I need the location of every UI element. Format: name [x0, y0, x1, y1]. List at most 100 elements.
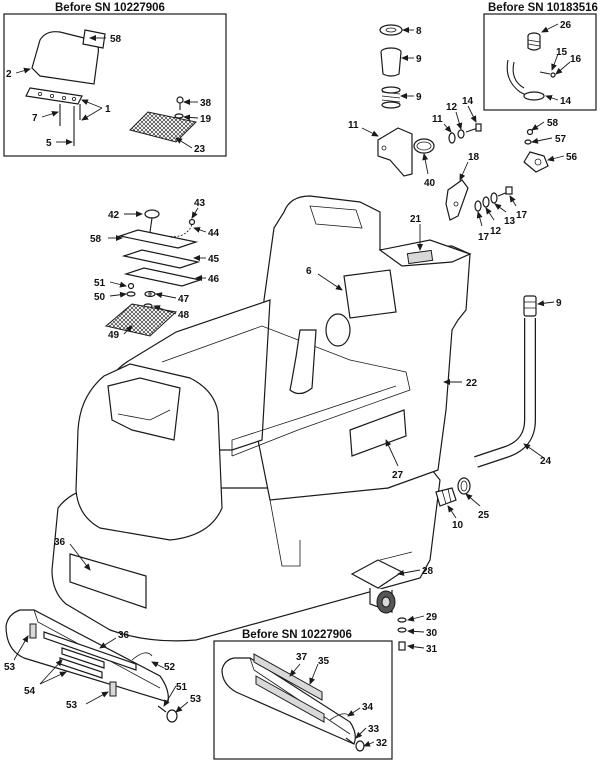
callout: 36 — [54, 537, 91, 571]
callout-label: 22 — [466, 378, 478, 389]
fitting-9-bottom — [435, 487, 457, 507]
callout-label: 49 — [108, 330, 120, 341]
bolt-11-12-13 — [448, 123, 482, 144]
callout-label: 14 — [462, 96, 474, 107]
inset-bottom: Before SN 10227906 — [213, 629, 393, 760]
callout-label: 9 — [556, 298, 562, 309]
washer-45-46 — [143, 290, 156, 309]
callout: 24 — [523, 443, 552, 467]
latch-18 — [445, 179, 469, 221]
callout-label: 13 — [504, 216, 516, 227]
callout: 56 — [547, 152, 578, 163]
plate-43 — [121, 249, 201, 269]
callout-label: 23 — [194, 144, 206, 155]
footrest-main — [5, 609, 169, 703]
main-body — [51, 195, 472, 642]
knob-40 — [144, 209, 160, 233]
callout: 27 — [385, 439, 404, 481]
callout: 5 — [46, 138, 73, 149]
callout: 14 — [462, 96, 477, 123]
callout: 37 — [289, 652, 308, 677]
fastener-51-52 — [157, 705, 178, 723]
plate-44 — [123, 267, 203, 287]
callout-label: 52 — [164, 662, 176, 673]
callout: 34 — [347, 702, 374, 717]
inset-top-left: Before SN 10227906 — [3, 2, 227, 157]
callout: 38 — [183, 98, 212, 109]
callout: 16 — [555, 54, 582, 75]
callout-label: 8 — [416, 26, 422, 37]
callout: 21 — [410, 214, 423, 251]
callout: 53 — [175, 694, 202, 713]
callout-label: 51 — [176, 682, 188, 693]
callout-label: 11 — [432, 114, 443, 125]
callout: 1 — [81, 99, 111, 121]
callout: 13 — [494, 203, 516, 227]
callout-label: 2 — [6, 69, 12, 80]
callout-label: 36 — [118, 630, 130, 641]
callout: 12 — [446, 102, 463, 130]
bracket-10 — [377, 127, 413, 177]
callout-label: 44 — [208, 228, 220, 239]
callout-label: 24 — [540, 456, 552, 467]
callout: 42 — [108, 210, 143, 221]
fasteners-29-30-31 — [397, 617, 407, 651]
callout-label: 53 — [66, 700, 78, 711]
callout-label: 35 — [318, 656, 330, 667]
screw-49-washer-48 — [126, 282, 136, 297]
callout-label: 54 — [24, 686, 36, 697]
backrest-bracket — [25, 87, 83, 146]
callout-label: 26 — [560, 20, 572, 31]
callout-label: 50 — [94, 292, 106, 303]
callout: 51 — [163, 682, 188, 707]
callout: 25 — [465, 493, 490, 521]
callout: 53 — [66, 691, 109, 711]
callout: 12 — [485, 207, 502, 237]
callout-label: 58 — [90, 234, 102, 245]
callout: 35 — [309, 656, 330, 685]
inset-title: Before SN 10227906 — [242, 629, 352, 641]
callout: 9 — [537, 298, 562, 309]
cuff-7 — [380, 47, 402, 77]
clamp-25 — [457, 477, 471, 495]
callout: 33 — [355, 724, 380, 739]
callout: 17 — [509, 195, 528, 221]
callout-label: 37 — [296, 652, 308, 663]
callout: 9 — [400, 92, 422, 103]
callout-label: 25 — [478, 510, 490, 521]
callout: 19 — [183, 114, 212, 125]
callout-label: 9 — [416, 92, 422, 103]
hose-23 — [474, 318, 536, 468]
callout-label: 21 — [410, 214, 422, 225]
footrest-inset — [221, 653, 356, 745]
callout-label: 16 — [570, 54, 582, 65]
callout: 22 — [443, 378, 478, 389]
callout: 54 — [24, 659, 67, 697]
callout-label: 30 — [426, 628, 438, 639]
callout-label: 47 — [178, 294, 190, 305]
callout-label: 31 — [426, 644, 438, 655]
callout: 17 — [476, 211, 490, 243]
callout: 51 — [94, 278, 127, 289]
callout-label: 5 — [46, 138, 52, 149]
callout-label: 51 — [94, 278, 106, 289]
callout: 11 — [432, 114, 452, 133]
callout-label: 58 — [547, 118, 559, 129]
callout-label: 1 — [105, 104, 111, 115]
callout: 8 — [402, 26, 422, 37]
callout-label: 56 — [566, 152, 578, 163]
callout-label: 6 — [306, 266, 312, 277]
callout: 26 — [541, 20, 572, 33]
callout-label: 7 — [32, 113, 38, 124]
callout: 28 — [397, 566, 434, 577]
callout: 6 — [306, 266, 343, 291]
callout-label: 58 — [110, 34, 122, 45]
chain-41-42 — [149, 218, 196, 237]
callout-label: 48 — [178, 310, 190, 321]
callout: 49 — [108, 325, 133, 341]
cap-55 — [523, 151, 549, 173]
mesh-pad-24 — [129, 111, 198, 143]
inset-title: Before SN 10183516 — [488, 2, 598, 14]
callout: 29 — [407, 612, 438, 623]
